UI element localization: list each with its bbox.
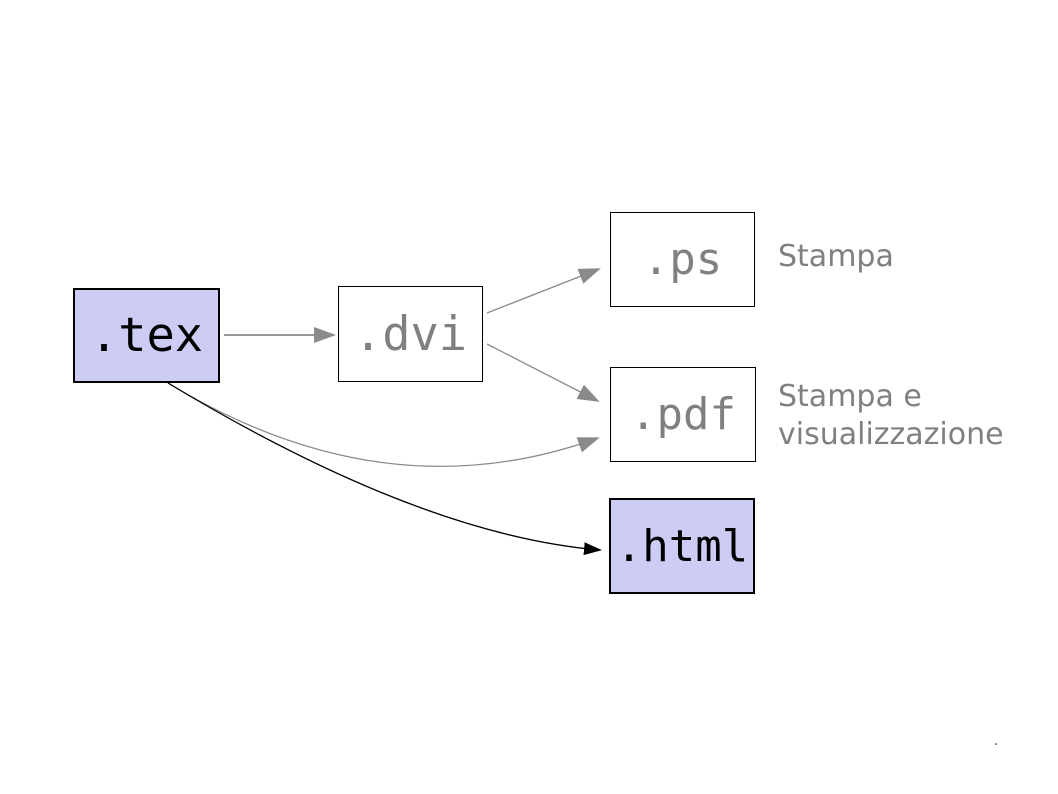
node-dvi-label: .dvi bbox=[353, 306, 468, 362]
node-ps: .ps bbox=[610, 212, 755, 307]
corner-dot-mark: . bbox=[994, 733, 999, 749]
edge-tex-pdf-curve-arrow bbox=[167, 382, 600, 468]
edge-tex-html-curve-arrow bbox=[167, 382, 602, 556]
node-ps-label: .ps bbox=[642, 234, 723, 285]
node-dvi: .dvi bbox=[338, 286, 483, 382]
edge-dvi-ps-arrow bbox=[486, 268, 601, 314]
node-pdf: .pdf bbox=[610, 367, 756, 462]
node-pdf-label: .pdf bbox=[630, 389, 736, 440]
annotation-pdf: Stampa e visualizzazione bbox=[778, 379, 1004, 452]
annotation-ps: Stampa bbox=[778, 239, 894, 274]
node-tex: .tex bbox=[73, 288, 220, 383]
node-html: .html bbox=[609, 498, 755, 594]
node-html-label: .html bbox=[615, 520, 749, 572]
edge-dvi-pdf-arrow bbox=[486, 343, 600, 402]
node-tex-label: .tex bbox=[89, 308, 204, 363]
